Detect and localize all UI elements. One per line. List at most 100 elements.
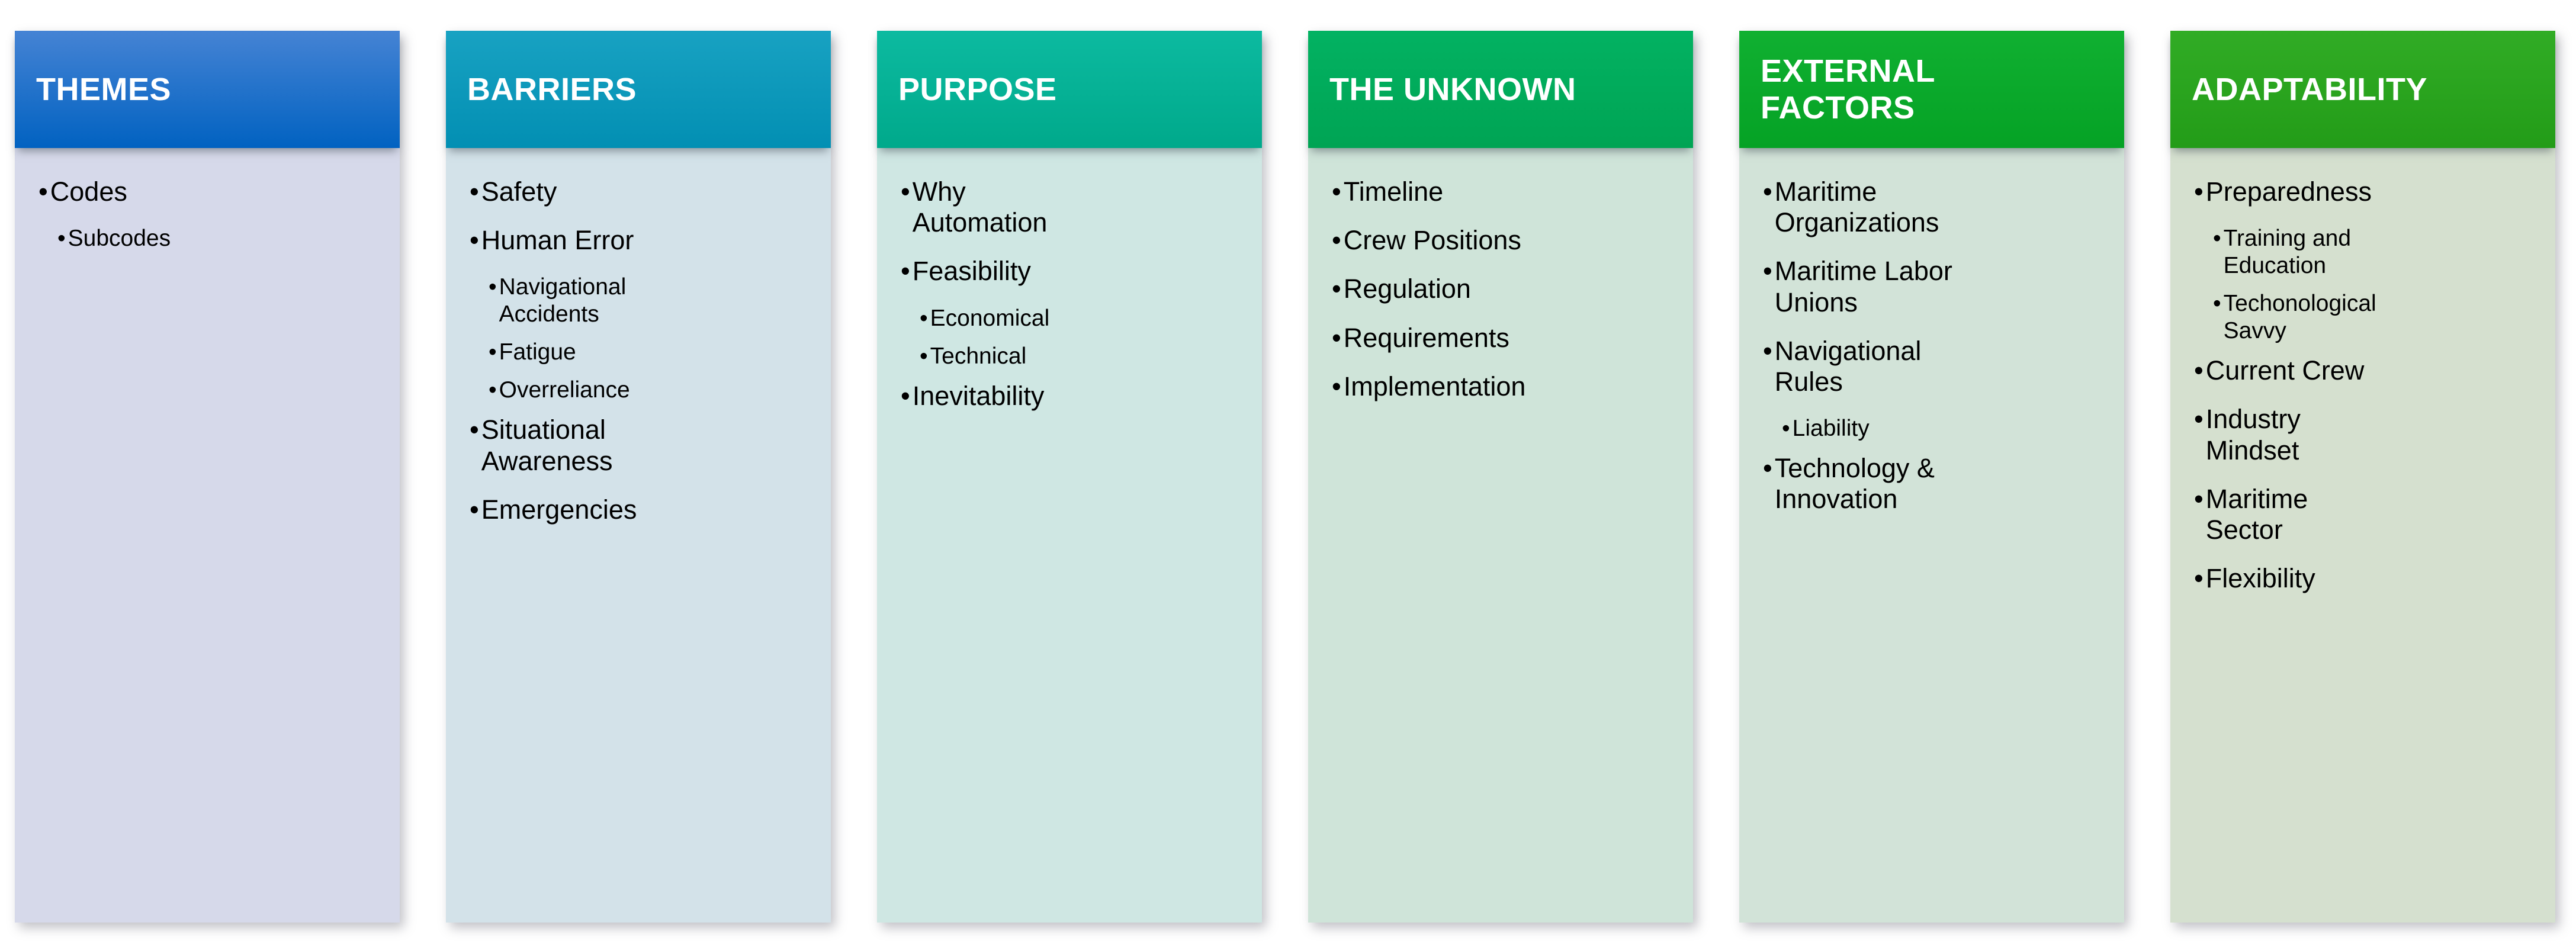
- list-item: •Crew Positions: [1332, 225, 1679, 256]
- item-label: Situational Awareness: [481, 414, 613, 476]
- item-label: Fatigue: [499, 339, 576, 365]
- bullet-icon: •: [1763, 335, 1772, 366]
- bullet-icon: •: [1763, 176, 1772, 207]
- column-title: EXTERNAL FACTORS: [1761, 53, 1936, 126]
- item-label: Industry Mindset: [2205, 404, 2301, 465]
- list-item: •Technology & Innovation: [1763, 453, 2110, 515]
- category-column: THEMES •Codes•Subcodes: [15, 31, 400, 923]
- list-item: •Human Error: [470, 225, 817, 256]
- bullet-icon: •: [1782, 416, 1790, 442]
- column-body: •Maritime Organizations•Maritime Labor U…: [1739, 148, 2124, 923]
- bullet-icon: •: [489, 274, 497, 300]
- bullet-icon: •: [1332, 274, 1341, 304]
- bullet-icon: •: [901, 256, 910, 287]
- list-item: •Liability: [1782, 415, 2110, 442]
- column-header: EXTERNAL FACTORS: [1739, 31, 2124, 148]
- list-item: •Fatigue: [489, 339, 817, 366]
- bullet-icon: •: [489, 339, 497, 365]
- bullet-icon: •: [1763, 256, 1772, 287]
- item-label: Inevitability: [912, 380, 1045, 411]
- bullet-icon: •: [470, 176, 479, 207]
- bullet-icon: •: [2194, 483, 2204, 514]
- list-item: •Requirements: [1332, 323, 1679, 354]
- item-label: Training and Education: [2223, 226, 2352, 279]
- column-title: THE UNKNOWN: [1329, 71, 1576, 107]
- item-label: Technical: [930, 343, 1027, 369]
- item-label: Techonological Savvy: [2223, 291, 2376, 344]
- item-label: Why Automation: [912, 176, 1048, 238]
- list-item: •Feasibility: [901, 256, 1248, 287]
- list-item: •Maritime Organizations: [1763, 176, 2110, 238]
- list-item: •Implementation: [1332, 371, 1679, 402]
- bullet-icon: •: [2194, 563, 2204, 594]
- item-label: Crew Positions: [1343, 225, 1521, 256]
- list-item: •Navigational Rules: [1763, 336, 2110, 397]
- list-item: •Industry Mindset: [2194, 404, 2541, 465]
- bullet-icon: •: [1763, 453, 1772, 484]
- list-item: •Situational Awareness: [470, 414, 817, 476]
- bullet-icon: •: [470, 414, 479, 445]
- bullet-icon: •: [2213, 291, 2221, 317]
- item-label: Requirements: [1343, 322, 1509, 353]
- bullet-icon: •: [470, 494, 479, 525]
- list-item: •Maritime Labor Unions: [1763, 256, 2110, 317]
- item-label: Navigational Rules: [1774, 335, 1922, 397]
- bullet-icon: •: [1332, 371, 1341, 401]
- column-header: THE UNKNOWN: [1308, 31, 1693, 148]
- item-label: Subcodes: [68, 226, 171, 252]
- column-body: •Preparedness•Training and Education•Tec…: [2170, 148, 2555, 923]
- column-header: PURPOSE: [877, 31, 1262, 148]
- bullet-icon: •: [57, 226, 66, 252]
- item-label: Feasibility: [912, 256, 1031, 287]
- bullet-icon: •: [2194, 404, 2204, 435]
- item-label: Regulation: [1343, 274, 1471, 304]
- item-label: Emergencies: [481, 494, 637, 525]
- list-item: •Training and Education: [2213, 225, 2541, 279]
- column-header: THEMES: [15, 31, 400, 148]
- category-column: THE UNKNOWN •Timeline•Crew Positions•Reg…: [1308, 31, 1693, 923]
- item-label: Technology & Innovation: [1774, 453, 1935, 515]
- list-item: •Technical: [920, 343, 1248, 370]
- bullet-icon: •: [1332, 322, 1341, 353]
- column-title: ADAPTABILITY: [2192, 71, 2427, 107]
- bullet-icon: •: [2213, 226, 2221, 252]
- list-item: •Maritime Sector: [2194, 484, 2541, 545]
- bullet-icon: •: [2194, 176, 2204, 207]
- item-label: Preparedness: [2205, 176, 2372, 207]
- item-label: Overreliance: [499, 377, 630, 403]
- item-label: Codes: [50, 176, 127, 207]
- item-label: Liability: [1792, 416, 1870, 442]
- item-label: Navigational Accidents: [499, 274, 627, 327]
- column-body: •Why Automation•Feasibility•Economical•T…: [877, 148, 1262, 923]
- category-column: BARRIERS •Safety•Human Error•Navigationa…: [446, 31, 831, 923]
- bullet-icon: •: [920, 343, 928, 369]
- list-item: •Overreliance: [489, 377, 817, 404]
- item-label: Safety: [481, 176, 557, 207]
- list-item: •Techonological Savvy: [2213, 290, 2541, 345]
- item-label: Flexibility: [2205, 563, 2315, 594]
- list-item: •Inevitability: [901, 381, 1248, 412]
- column-title: BARRIERS: [467, 71, 637, 107]
- column-body: •Timeline•Crew Positions•Regulation•Requ…: [1308, 148, 1693, 923]
- bullet-icon: •: [2194, 355, 2204, 386]
- bullet-icon: •: [920, 305, 928, 331]
- item-label: Economical: [930, 305, 1050, 331]
- bullet-icon: •: [1332, 225, 1341, 256]
- column-header: ADAPTABILITY: [2170, 31, 2555, 148]
- column-title: PURPOSE: [898, 71, 1057, 107]
- column-body: •Safety•Human Error•Navigational Acciden…: [446, 148, 831, 923]
- column-body: •Codes•Subcodes: [15, 148, 400, 923]
- list-item: •Preparedness: [2194, 176, 2541, 207]
- list-item: •Safety: [470, 176, 817, 207]
- item-label: Implementation: [1343, 371, 1526, 401]
- list-item: •Navigational Accidents: [489, 274, 817, 328]
- bullet-icon: •: [901, 380, 910, 411]
- item-label: Human Error: [481, 225, 634, 256]
- item-label: Maritime Organizations: [1774, 176, 1939, 238]
- item-label: Maritime Sector: [2205, 483, 2308, 545]
- list-item: •Why Automation: [901, 176, 1248, 238]
- thematic-board: THEMES •Codes•Subcodes BARRIERS •Safety•…: [15, 31, 2555, 923]
- list-item: •Economical: [920, 305, 1248, 332]
- list-item: •Timeline: [1332, 176, 1679, 207]
